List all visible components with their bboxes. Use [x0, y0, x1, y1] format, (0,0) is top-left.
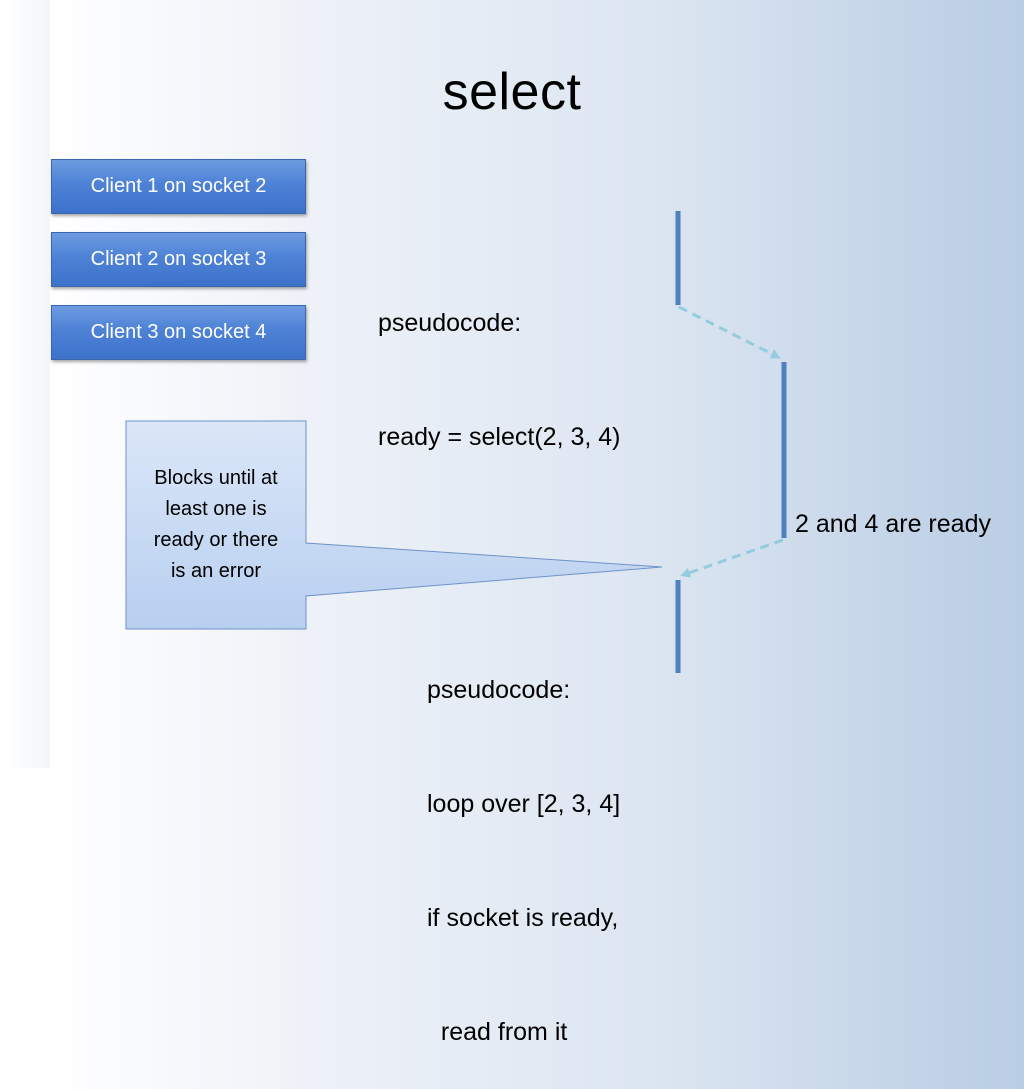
dashed-arrow-1 [678, 305, 781, 359]
pseudocode-loop-line-3: if socket is ready, [427, 904, 619, 932]
pseudocode-select: pseudocode: ready = select(2, 3, 4) [378, 228, 620, 494]
callout-line-1: Blocks until at [154, 467, 278, 489]
callout-text: Blocks until at least one is ready or th… [126, 463, 306, 587]
ready-sockets-label: 2 and 4 are ready [795, 510, 991, 538]
callout-line-2: least one is [165, 498, 267, 520]
client-1-box: Client 1 on socket 2 [51, 159, 306, 214]
pseudocode-select-line-1: pseudocode: [378, 309, 522, 337]
slide-title: select [442, 63, 582, 121]
client-3-box: Client 3 on socket 4 [51, 305, 306, 360]
left-margin-strip [0, 0, 50, 768]
dashed-arrow-2 [680, 538, 784, 578]
callout-shape [125, 420, 663, 630]
pseudocode-loop-line-2: loop over [2, 3, 4] [427, 790, 621, 818]
pseudocode-loop-line-1: pseudocode: [427, 676, 571, 704]
callout-line-3: ready or there [153, 529, 279, 551]
client-2-box: Client 2 on socket 3 [51, 232, 306, 287]
pseudocode-select-line-2: ready = select(2, 3, 4) [378, 423, 621, 451]
pseudocode-loop: pseudocode: loop over [2, 3, 4] if socke… [427, 595, 620, 1089]
pseudocode-loop-line-4: read from it [427, 1018, 568, 1046]
callout-line-4: is an error [170, 560, 262, 582]
flow-diagram [125, 211, 787, 673]
